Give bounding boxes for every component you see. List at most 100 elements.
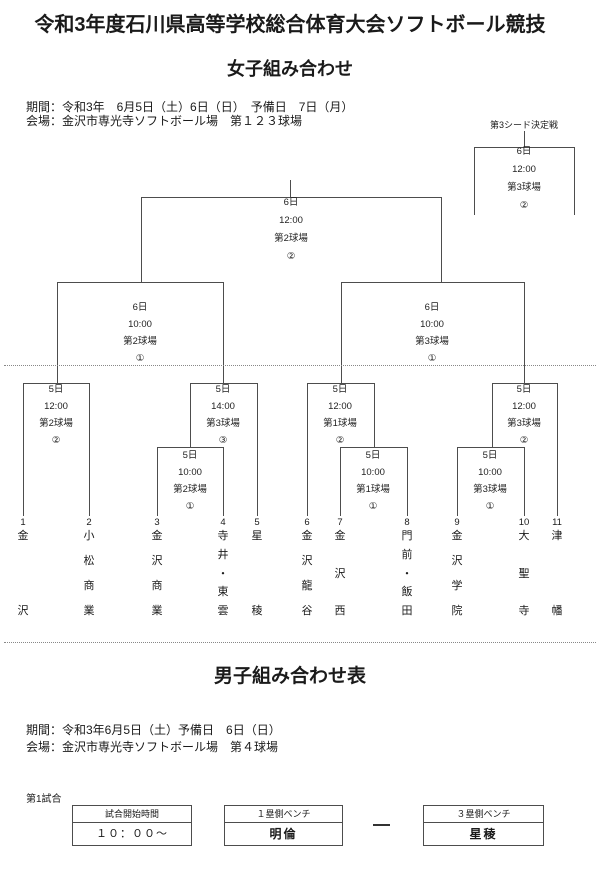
team-seed: 5: [254, 517, 260, 528]
match-time: 10:00: [178, 467, 202, 478]
match-time: 10:00: [361, 467, 385, 478]
third-base-header: ３塁側ベンチ: [424, 806, 543, 823]
bracket-line: [190, 383, 191, 447]
team-seed: 3: [154, 517, 160, 528]
match-field: 第3球場: [507, 418, 541, 429]
match-field: 第3球場: [206, 418, 240, 429]
bracket-line: [340, 447, 408, 448]
team-name: 星稜: [251, 530, 263, 617]
bracket-line: [307, 383, 375, 384]
team-slot: 3 金沢商業: [146, 516, 168, 617]
men-title: 男子組み合わせ表: [213, 666, 366, 687]
bracket-line: [89, 383, 90, 516]
match-field: 第2球場: [173, 484, 207, 495]
bracket-line: [557, 383, 558, 516]
team-slot: 6 金沢龍谷: [296, 516, 318, 617]
match-game-no: ②: [335, 435, 345, 446]
team-slot: 1 金沢: [12, 516, 34, 617]
match-day: 5日: [516, 384, 532, 395]
match-time: 12:00: [512, 401, 536, 412]
fold-line: [4, 365, 596, 366]
match-game-no: ②: [51, 435, 61, 446]
bracket-line: [157, 447, 158, 516]
bracket-line: [457, 447, 525, 448]
team-slot: 7 金沢西: [329, 516, 351, 617]
team-seed: 2: [86, 517, 92, 528]
match-time: 12:00: [512, 164, 536, 175]
match-time: 10:00: [128, 319, 152, 330]
team-name: 小松商業: [83, 530, 95, 617]
match-day: 5日: [332, 384, 348, 395]
bracket-line: [141, 197, 142, 282]
bracket-line: [341, 282, 342, 383]
match-game-no: ①: [135, 353, 145, 364]
match-day: 6日: [132, 302, 148, 313]
match-day: 6日: [424, 302, 440, 313]
bracket-line: [190, 383, 258, 384]
semifinal-left-label: 6日 10:00 第2球場 ①: [90, 299, 190, 367]
bracket-line: [457, 447, 458, 516]
bracket-line: [441, 197, 442, 282]
bracket-line: [374, 383, 375, 447]
r1-910-label: 5日 10:00 第3球場 ①: [440, 447, 540, 515]
r1-78-label: 5日 10:00 第1球場 ①: [323, 447, 423, 515]
team-name: 津幡: [551, 530, 563, 617]
match-field: 第2球場: [274, 233, 308, 244]
women-venue: 会場：金沢市専光寺ソフトボール場 第１２３球場: [26, 114, 303, 128]
match-field: 第1球場: [356, 484, 390, 495]
bracket-line: [407, 447, 408, 516]
qf-a-label: 5日 12:00 第2球場 ②: [6, 381, 106, 449]
bracket-line: [223, 282, 224, 383]
match-field: 第2球場: [39, 418, 73, 429]
bracket-line: [57, 282, 58, 383]
match-field: 第3球場: [415, 336, 449, 347]
bracket-line: [524, 131, 525, 147]
match-day: 5日: [482, 450, 498, 461]
team-seed: 10: [518, 517, 530, 528]
bracket-line: [474, 147, 575, 148]
match-day: 5日: [215, 384, 231, 395]
first-base-bench-box: １塁側ベンチ 明倫: [224, 805, 343, 846]
bracket-line: [57, 282, 224, 283]
team-name: 大聖寺: [518, 530, 530, 617]
qf-c-label: 5日 12:00 第1球場 ②: [290, 381, 390, 449]
match-field: 第2球場: [123, 336, 157, 347]
semifinal-right-label: 6日 10:00 第3球場 ①: [382, 299, 482, 367]
team-name: 寺井・東雲: [217, 530, 229, 617]
match-time: 10:00: [478, 467, 502, 478]
team-name: 金沢龍谷: [301, 530, 313, 617]
third-seed-label: 第3シード決定戦: [489, 120, 558, 130]
match-day: 6日: [283, 197, 299, 208]
bracket-line: [340, 447, 341, 516]
bracket-line: [157, 447, 224, 448]
versus-dash: [373, 824, 390, 826]
bracket-line: [574, 147, 575, 215]
game-time-box: 試合開始時間 １０：００～: [72, 805, 192, 846]
bracket-line: [524, 282, 525, 383]
match-time: 12:00: [279, 215, 303, 226]
match-time: 12:00: [328, 401, 352, 412]
team-seed: 4: [220, 517, 226, 528]
team-slot: 9 金沢学院: [446, 516, 468, 617]
qf-b-label: 5日 14:00 第3球場 ③: [173, 381, 273, 449]
match-game-no: ①: [427, 353, 437, 364]
team-name: 金沢学院: [451, 530, 463, 617]
r1-34-label: 5日 10:00 第2球場 ①: [140, 447, 240, 515]
first-base-header: １塁側ベンチ: [225, 806, 342, 823]
team-seed: 7: [337, 517, 343, 528]
match-field: 第1球場: [323, 418, 357, 429]
bracket-line: [307, 383, 308, 516]
match-game-no: ②: [519, 435, 529, 446]
third-base-bench-box: ３塁側ベンチ 星稜: [423, 805, 544, 846]
match-game-no: ①: [368, 501, 378, 512]
third-base-team: 星稜: [469, 827, 498, 841]
team-seed: 8: [404, 517, 410, 528]
bracket-line: [223, 447, 224, 516]
bracket-line: [524, 447, 525, 516]
fold-line: [4, 642, 596, 643]
team-seed: 11: [552, 517, 562, 528]
team-slot: 2 小松商業: [78, 516, 100, 617]
match-day: 5日: [365, 450, 381, 461]
team-name: 金沢商業: [151, 530, 163, 617]
